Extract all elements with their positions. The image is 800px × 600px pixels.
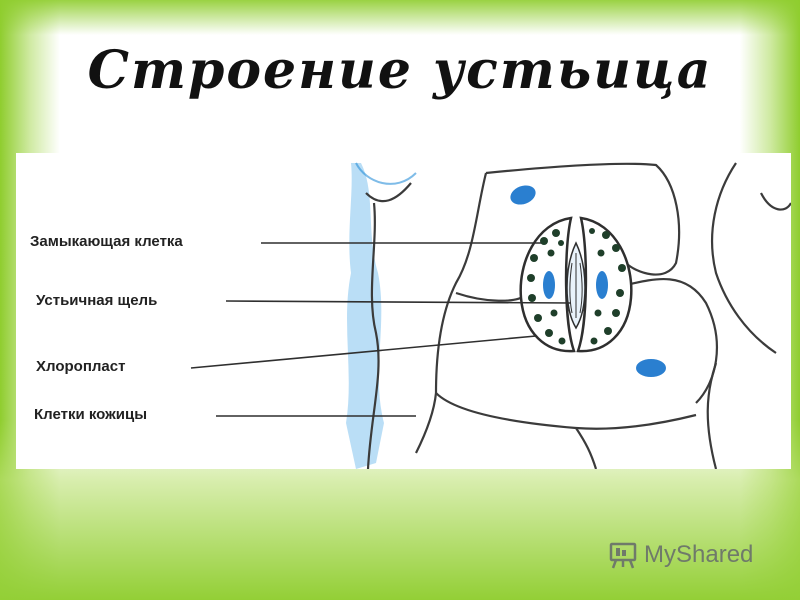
label-stomatal-slit: Устьичная щель [36, 292, 158, 309]
label-guard-cell: Замыкающая клетка [30, 233, 183, 250]
leader-line-chloroplast [190, 335, 537, 369]
cell-outline [366, 202, 380, 469]
chloroplast [552, 229, 560, 237]
chloroplast [530, 254, 538, 262]
chloroplast [602, 231, 610, 239]
cell-outline [455, 291, 527, 302]
cell-outline [710, 162, 777, 354]
myshared-logo[interactable]: MyShared [608, 538, 753, 572]
cell-outline [706, 362, 718, 469]
guard-cells [519, 216, 633, 353]
guard-cell-nucleus [543, 271, 555, 299]
epidermal-cells [365, 162, 791, 469]
nucleus [636, 359, 666, 377]
chloroplasts [527, 228, 626, 345]
nucleus [510, 185, 536, 205]
chloroplast [589, 228, 595, 234]
chloroplast [597, 249, 605, 257]
chloroplast [558, 337, 566, 345]
chloroplast [594, 309, 602, 317]
chloroplast [540, 237, 548, 245]
label-chloroplast: Хлоропласт [36, 358, 126, 375]
chloroplast [612, 309, 620, 317]
diagram-panel: Замыкающая клетка Устьичная щель Хлоропл… [16, 153, 791, 469]
cell-wall-shading [346, 163, 384, 469]
cell-outline [625, 277, 718, 404]
chloroplast [550, 309, 558, 317]
chloroplast [547, 249, 555, 257]
guard-cell-nucleus [596, 271, 608, 299]
chloroplast [590, 337, 598, 345]
cell-outline [415, 172, 488, 454]
pore-line [569, 262, 573, 314]
chloroplast [528, 294, 536, 302]
cell-outline [575, 427, 598, 469]
pore-line [579, 262, 583, 314]
chloroplast [558, 240, 564, 246]
cell-outline [435, 392, 697, 430]
stoma-diagram [190, 162, 791, 469]
label-epidermal-cells: Клетки кожицы [34, 406, 148, 423]
chloroplast [534, 314, 542, 322]
chloroplast [527, 274, 535, 282]
presentation-board-icon [609, 542, 637, 569]
chloroplast [616, 289, 624, 297]
chloroplast [545, 329, 553, 337]
logo-text: MyShared [644, 541, 754, 568]
chloroplast [604, 327, 612, 335]
cell-wall-edge [355, 162, 417, 185]
leader-line-stomatal-slit [225, 300, 572, 304]
leader-lines [190, 242, 572, 417]
slide-title: Строение устьица [87, 40, 713, 101]
chloroplast [612, 244, 620, 252]
chloroplast [618, 264, 626, 272]
cell-outline [485, 162, 681, 276]
cell-outline [365, 182, 412, 203]
cell-outline [760, 192, 791, 211]
